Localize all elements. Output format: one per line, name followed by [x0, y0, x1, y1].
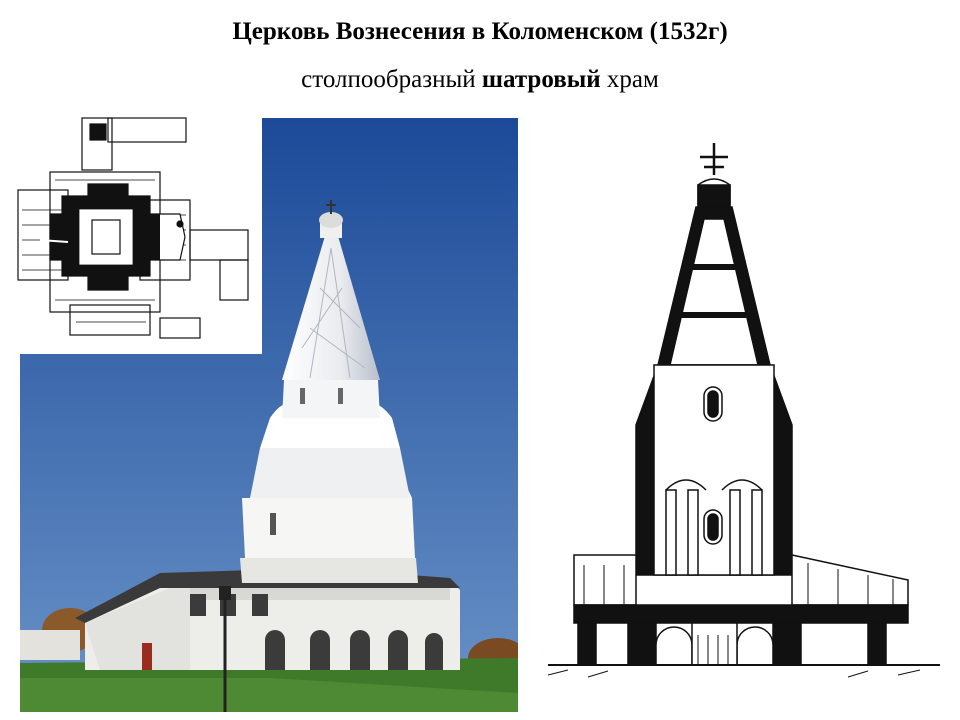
subtitle-bold: шатровый [481, 66, 601, 93]
slide-title: Церковь Вознесения в Коломенском (1532г) [232, 18, 728, 45]
subtitle-pre: столпообразный [301, 66, 482, 93]
floor-plan-drawing [10, 100, 262, 354]
church-photo [20, 118, 518, 712]
slide-subtitle: столпообразный шатровый храм [0, 66, 960, 94]
subtitle-post: храм [600, 66, 659, 93]
cross-section-drawing [548, 135, 940, 707]
